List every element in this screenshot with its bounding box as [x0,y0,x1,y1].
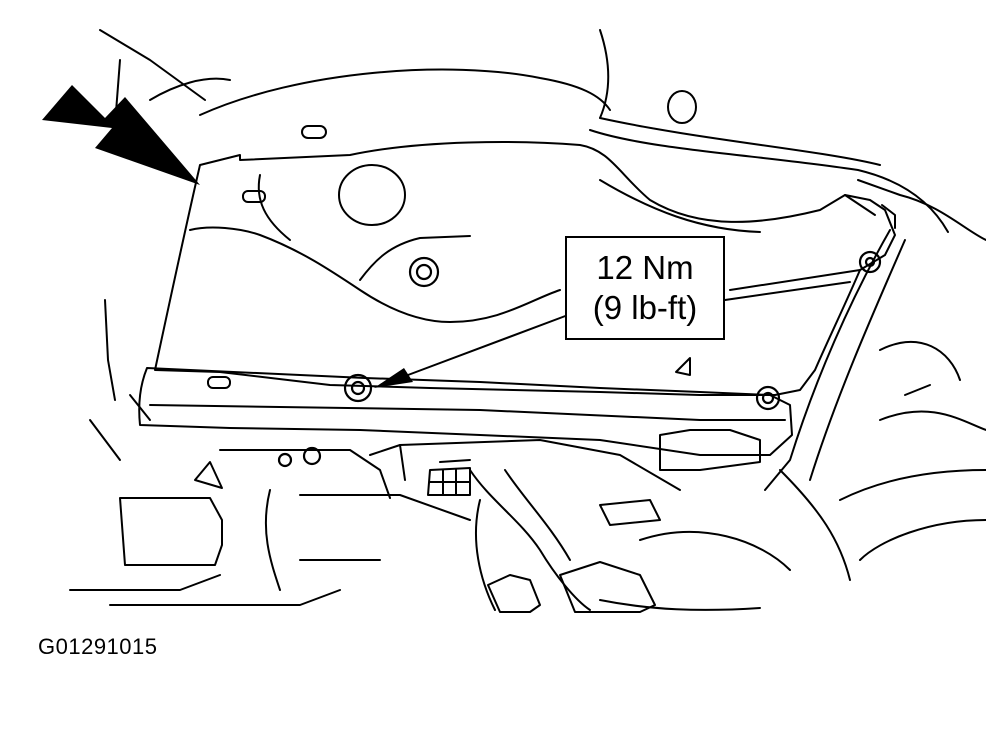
trim-panel [154,141,896,396]
torque-callout: 12 Nm (9 lb-ft) [565,236,725,340]
callout-leader-line [407,314,569,376]
panel-holes [207,90,697,389]
torque-imperial-label: (9 lb-ft) [592,289,698,326]
direction-arrow-icon [42,85,200,185]
figure-id-label: G01291015 [38,634,158,659]
vehicle-body-outline [69,29,949,591]
torque-metric-label: 12 Nm [596,249,694,286]
lower-support-bracket [138,367,793,471]
underdash-components [109,439,761,613]
fastener-bolts [277,250,882,468]
leader-arrowhead-icon [374,368,413,388]
